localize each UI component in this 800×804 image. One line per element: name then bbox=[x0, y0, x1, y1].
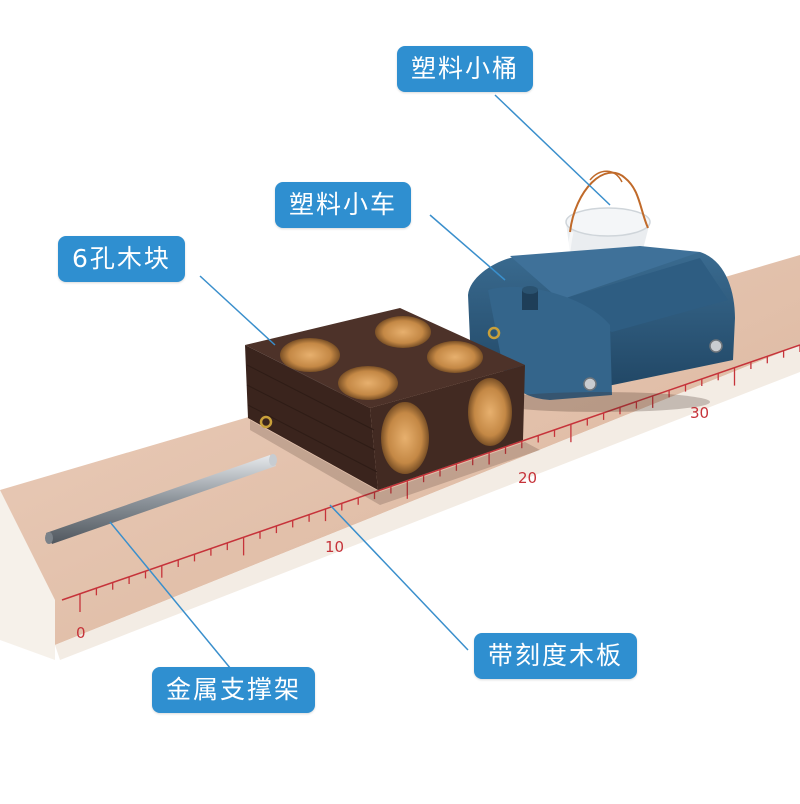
leader-ruler bbox=[329, 504, 469, 651]
scale-ticks bbox=[79, 345, 800, 612]
leader-bucket bbox=[494, 94, 611, 206]
leader-lines bbox=[109, 94, 611, 681]
tick-label-0: 0 bbox=[76, 624, 86, 642]
label-ruler-board: 带刻度木板 bbox=[474, 633, 638, 679]
board-left-end bbox=[0, 490, 55, 660]
scale-baseline bbox=[61, 344, 800, 601]
metal-rod bbox=[45, 454, 277, 544]
leader-block bbox=[199, 275, 276, 346]
tick-label-30: 30 bbox=[690, 404, 709, 422]
tick-label-20: 20 bbox=[518, 469, 537, 487]
board-front-edge bbox=[55, 345, 800, 660]
label-six-hole-block: 6孔木块 bbox=[58, 236, 185, 282]
label-plastic-bucket: 塑料小桶 bbox=[397, 46, 534, 92]
label-plastic-cart: 塑料小车 bbox=[275, 182, 412, 228]
tick-label-10: 10 bbox=[325, 538, 344, 556]
label-metal-rod: 金属支撑架 bbox=[152, 667, 316, 713]
leader-rod bbox=[109, 521, 241, 681]
leader-cart bbox=[429, 214, 506, 281]
six-hole-wood-block bbox=[245, 308, 540, 505]
